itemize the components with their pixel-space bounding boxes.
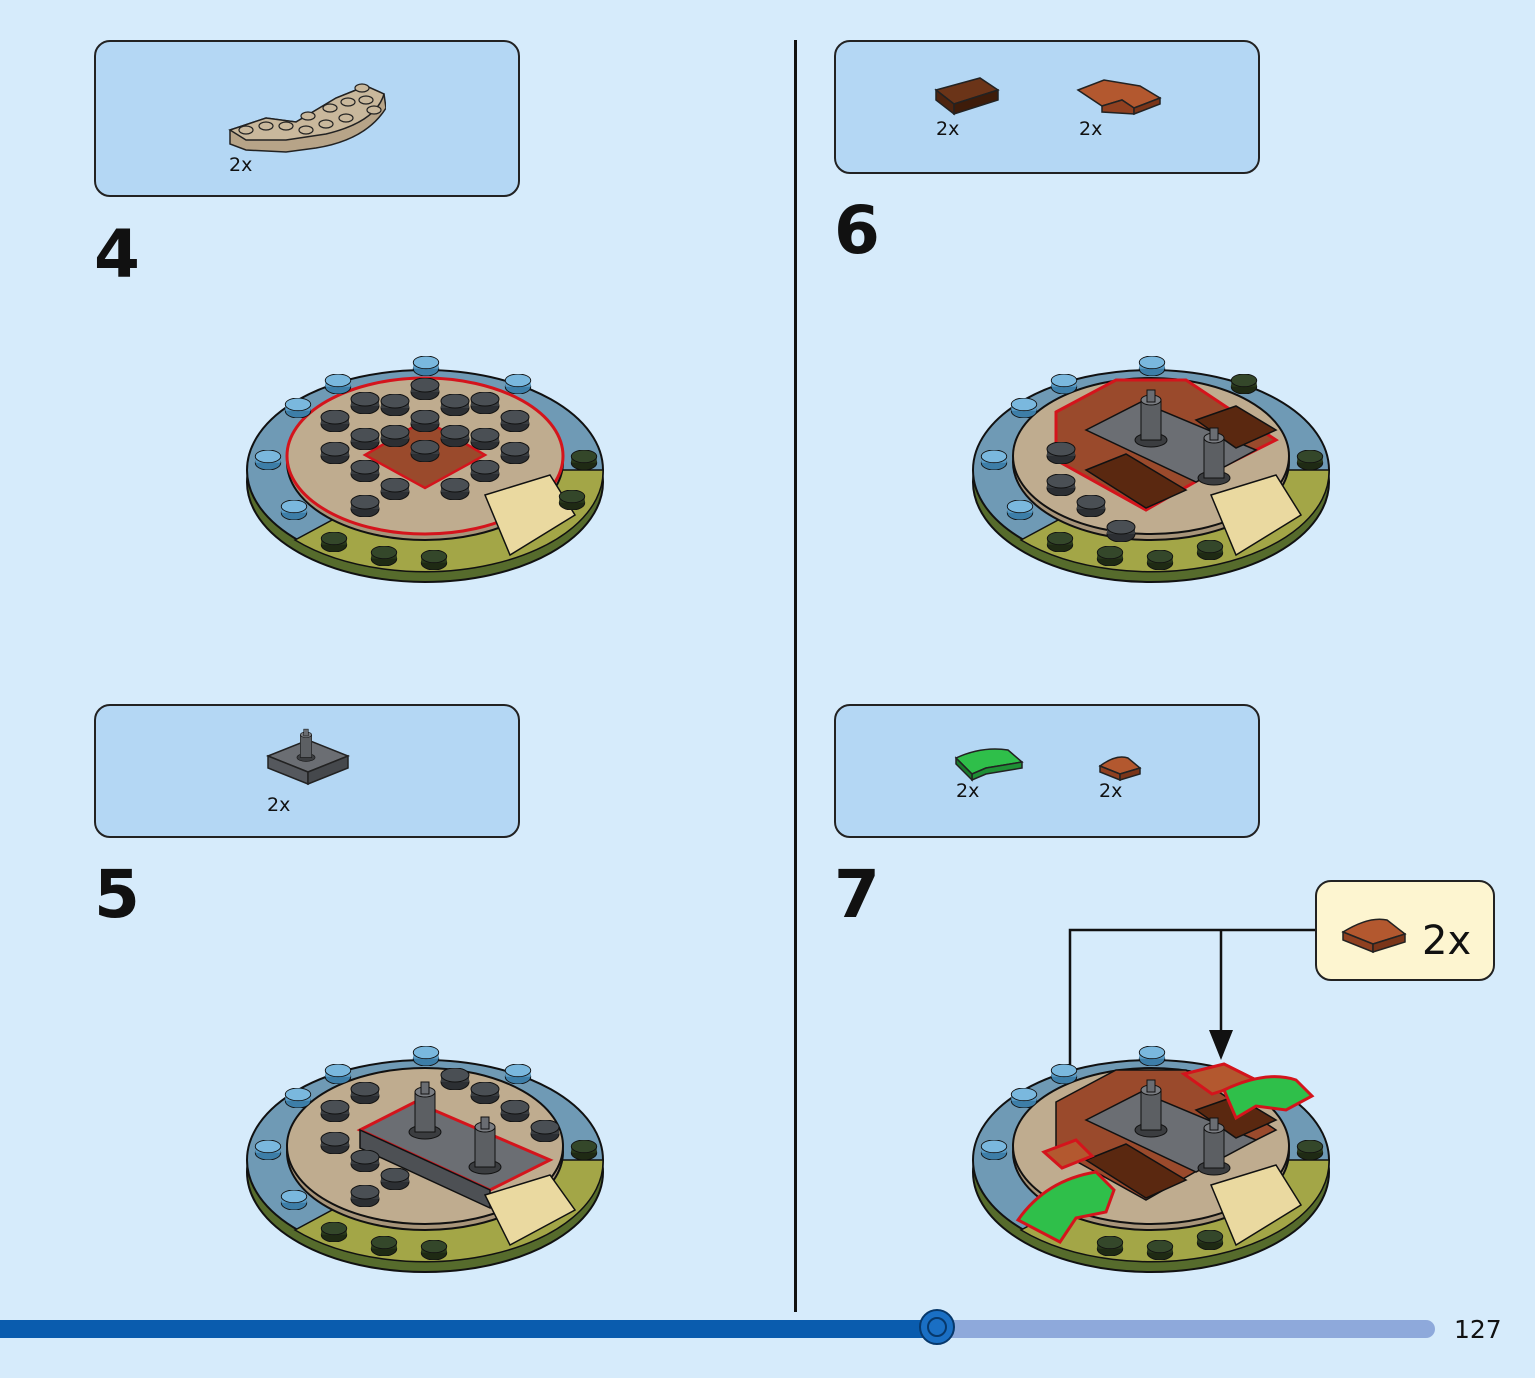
page-progress-knob[interactable] (919, 1309, 955, 1345)
sub-parts-callout (1315, 880, 1495, 981)
step-number-6: 6 (834, 192, 880, 269)
step-number-4: 4 (94, 216, 140, 293)
page-progress-track[interactable] (0, 1320, 1435, 1338)
part-quantity: 2x (956, 780, 980, 802)
dark-gray-plate-with-pin-icon (265, 728, 351, 786)
step-number-7: 7 (834, 856, 880, 933)
step-number-5: 5 (94, 856, 140, 933)
parts-box-step-5: 2x (94, 704, 520, 838)
page-progress-fill (0, 1320, 937, 1338)
reddish-brown-quarter-round-tile-icon (1098, 756, 1142, 782)
part-quantity: 2x (229, 154, 253, 176)
part-quantity: 2x (936, 118, 960, 140)
green-curved-tile-icon (954, 748, 1024, 782)
parts-box-step-4: 2x (94, 40, 520, 197)
part-quantity: 2x (1079, 118, 1103, 140)
tan-half-round-plate-icon (228, 83, 386, 153)
model-step-6 (972, 356, 1330, 583)
model-step-7 (972, 1046, 1330, 1273)
model-step-5 (246, 1046, 604, 1273)
parts-box-step-6: 2x 2x (834, 40, 1260, 174)
dark-brown-tile-icon (934, 77, 1000, 116)
reddish-brown-quarter-round-tile-icon (1341, 918, 1407, 954)
page-number: 127 (1454, 1315, 1502, 1344)
column-divider (794, 40, 797, 1312)
part-quantity: 2x (267, 794, 291, 816)
arrow-head-right-icon (1209, 1030, 1233, 1060)
reddish-brown-corner-tile-icon (1076, 79, 1162, 116)
callout-quantity: 2x (1422, 918, 1472, 964)
model-step-4 (246, 356, 604, 583)
part-quantity: 2x (1099, 780, 1123, 802)
parts-box-step-7: 2x 2x (834, 704, 1260, 838)
